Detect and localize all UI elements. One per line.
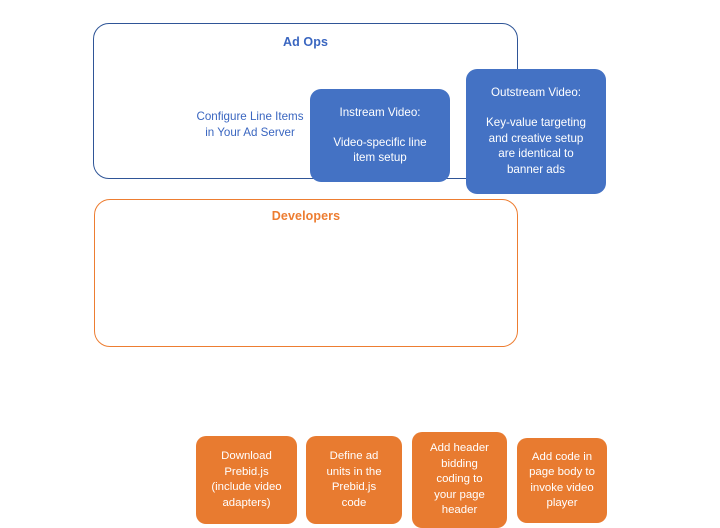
instream-heading: Instream Video: — [339, 105, 421, 119]
dev2-line-3: Prebid.js — [331, 481, 377, 493]
node-outstream-video: Outstream Video: Key-value targeting and… — [466, 69, 606, 194]
dev2-line-1: Define ad — [329, 450, 379, 462]
node-instream-video: Instream Video: Video-specific line item… — [310, 89, 450, 182]
dev2-line-2: units in the — [326, 465, 382, 478]
outstream-heading: Outstream Video: — [490, 86, 581, 100]
group-ad-ops: Ad Ops Configure Line Items in Your Ad S… — [93, 23, 606, 194]
group-developers: Developers Download Prebid.js (include v… — [94, 199, 607, 528]
configure-line-1: Configure Line — [196, 110, 272, 124]
instream-body-line-1: Video-specific line — [333, 135, 427, 149]
node-configure-line-items: Configure Line Items in Your Ad Server — [195, 96, 305, 154]
dev1-line-3: (include video — [211, 481, 282, 493]
outstream-body-line-1: Key-value targeting — [486, 115, 586, 129]
configure-line-3: Server — [260, 126, 295, 139]
outstream-body-line-2: and creative setup — [488, 131, 584, 145]
dev3-line-2: bidding — [441, 457, 478, 470]
node-add-header-bidding-code: Add header bidding coding to your page h… — [412, 432, 507, 528]
node-add-code-page-body: Add code in page body to invoke video pl… — [517, 438, 607, 523]
dev4-line-1: Add code in — [531, 450, 593, 463]
outstream-body-line-4: banner ads — [506, 163, 565, 177]
dev2-line-4: code — [341, 496, 367, 509]
group-title-ad-ops: Ad Ops — [282, 35, 329, 49]
node-download-prebid: Download Prebid.js (include video adapte… — [196, 436, 297, 524]
dev3-line-5: header — [441, 504, 478, 517]
configure-line-2: Items in Your Ad — [205, 110, 304, 139]
dev1-line-4: adapters) — [222, 496, 271, 509]
node-define-ad-units: Define ad units in the Prebid.js code — [306, 436, 402, 524]
dev4-line-3: invoke video — [530, 481, 594, 494]
dev1-line-1: Download — [221, 450, 272, 462]
diagram-canvas: Ad Ops Configure Line Items in Your Ad S… — [93, 23, 607, 528]
dev3-line-1: Add header — [430, 442, 489, 455]
group-title-developers: Developers — [271, 209, 341, 223]
dev1-line-2: Prebid.js — [224, 465, 269, 478]
node-configure-line-items-text: Configure Line Items in Your Ad Server — [195, 109, 305, 140]
dev3-line-3: coding to — [436, 473, 483, 486]
dev3-line-4: your page — [434, 488, 485, 501]
dev4-line-2: page body to — [529, 466, 595, 478]
instream-body-line-2: item setup — [353, 151, 407, 165]
dev4-line-4: player — [546, 497, 578, 509]
outstream-body-line-3: are identical to — [498, 147, 574, 161]
